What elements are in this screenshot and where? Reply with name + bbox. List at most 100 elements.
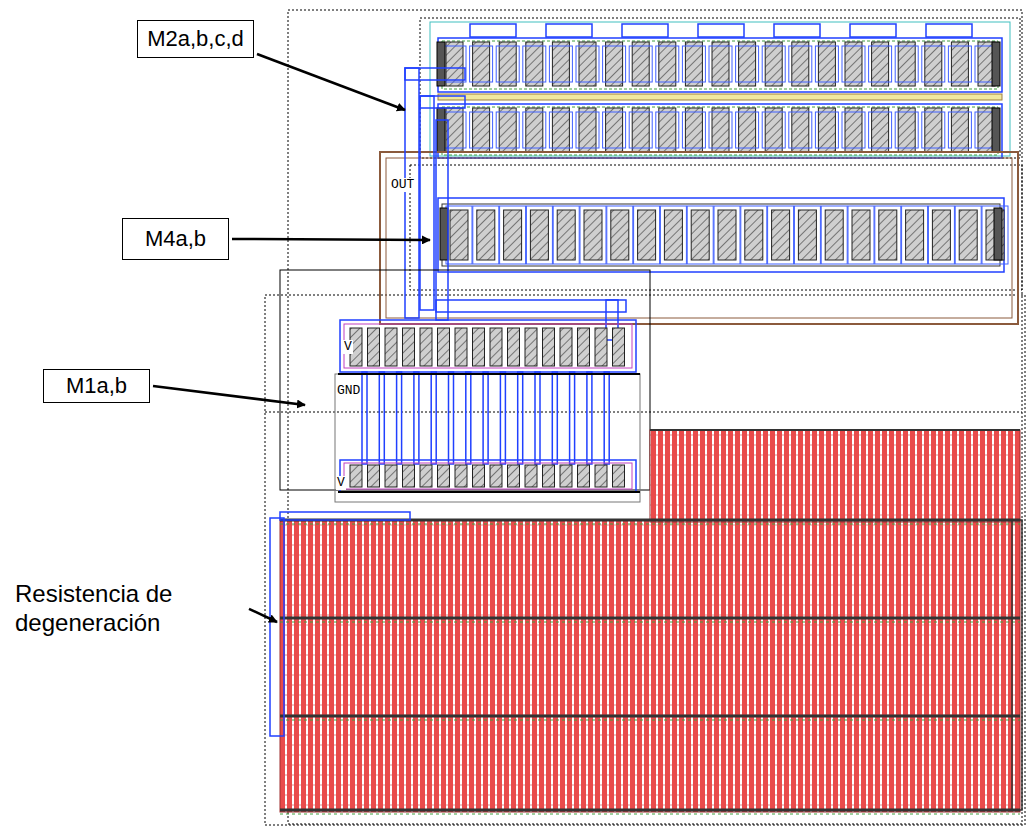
metal-route xyxy=(420,96,434,310)
implant xyxy=(442,41,998,89)
gate-contact xyxy=(850,24,896,37)
leader-arrow xyxy=(249,609,277,622)
transistor-finger xyxy=(613,328,625,366)
transistor-finger xyxy=(560,328,572,366)
transistor-finger xyxy=(879,210,897,260)
contact-outline xyxy=(762,112,785,148)
pin-name: V xyxy=(336,476,346,490)
contact-outline xyxy=(736,112,759,148)
contact-outline xyxy=(736,46,759,82)
gate-contact xyxy=(926,24,972,37)
end-cap xyxy=(992,108,1000,152)
contact-outline xyxy=(842,112,865,148)
transistor-finger xyxy=(420,465,432,487)
metal-finger xyxy=(535,372,540,464)
contact-outline xyxy=(875,206,901,264)
transistor-finger xyxy=(606,42,623,86)
contact-outline xyxy=(982,206,1008,264)
resistor-strap xyxy=(280,617,1020,620)
contact-outline xyxy=(848,206,874,264)
transistor-finger xyxy=(691,210,709,260)
leader-arrow xyxy=(257,54,405,110)
transistor-finger xyxy=(525,465,537,487)
contact-outline xyxy=(523,112,546,148)
metal-finger xyxy=(483,372,488,464)
transistor-finger xyxy=(611,210,629,260)
nwell-region xyxy=(386,158,1012,318)
transistor-finger xyxy=(420,328,432,366)
contact-outline xyxy=(656,112,679,148)
gate-contact xyxy=(774,24,820,37)
metal-route xyxy=(405,68,465,80)
nwell-region xyxy=(380,152,1018,324)
transistor-finger xyxy=(403,465,415,487)
contact-outline xyxy=(656,46,679,82)
resistor-strap xyxy=(650,429,1020,431)
transistor-finger xyxy=(818,42,835,86)
transistor-finger xyxy=(525,328,537,366)
contact-outline xyxy=(842,46,865,82)
transistor-finger xyxy=(659,108,676,152)
transistor-finger xyxy=(632,108,649,152)
transistor-finger xyxy=(606,108,623,152)
transistor-finger xyxy=(385,328,397,366)
transistor-finger xyxy=(898,108,915,152)
pin-name: OUT xyxy=(390,178,415,192)
end-cap xyxy=(992,42,1000,86)
metal-route xyxy=(405,68,419,318)
transistor-finger xyxy=(745,210,763,260)
contact-outline xyxy=(500,206,526,264)
transistor-finger xyxy=(818,108,835,152)
metal-finger xyxy=(552,372,557,464)
transistor-finger xyxy=(772,210,790,260)
resistor-array xyxy=(280,520,1020,812)
resistor-strap xyxy=(280,524,1020,525)
contact-outline xyxy=(470,112,493,148)
metal-finger xyxy=(414,372,419,464)
contact-outline xyxy=(470,46,493,82)
transistor-finger xyxy=(508,465,520,487)
contact-outline xyxy=(768,206,794,264)
end-cap xyxy=(437,108,445,152)
contact-outline xyxy=(948,112,971,148)
transistor-finger xyxy=(450,210,468,260)
callout-box: M2a,b,c,d xyxy=(137,20,254,58)
transistor-finger xyxy=(438,328,450,366)
metal-finger xyxy=(466,372,471,464)
metal-finger xyxy=(587,372,592,464)
transistor-finger xyxy=(685,108,702,152)
contact-outline xyxy=(741,206,767,264)
transistor-finger xyxy=(872,108,889,152)
transistor-finger xyxy=(368,465,380,487)
transistor-finger xyxy=(613,465,625,487)
diffusion xyxy=(438,38,1002,92)
metal-finger xyxy=(570,372,575,464)
active-area xyxy=(442,204,1000,266)
contact-outline xyxy=(629,112,652,148)
contact-outline xyxy=(895,112,918,148)
metal-rail xyxy=(338,373,640,375)
contact-outline xyxy=(682,112,705,148)
transistor-finger xyxy=(712,42,729,86)
contact-outline xyxy=(714,206,740,264)
callout-label: M2a,b,c,d xyxy=(147,26,244,52)
contact-outline xyxy=(815,112,838,148)
contact-outline xyxy=(607,206,633,264)
cell-boundary xyxy=(420,18,1020,158)
contact-outline xyxy=(526,206,552,264)
contact-outline xyxy=(549,112,572,148)
transistor-finger xyxy=(925,42,942,86)
transistor-finger xyxy=(638,210,656,260)
resistor-array xyxy=(650,430,1020,522)
callout-label: M4a,b xyxy=(145,226,206,252)
contact-outline xyxy=(496,112,519,148)
metal-finger xyxy=(362,372,367,464)
transistor-finger xyxy=(552,42,569,86)
transistor-finger xyxy=(477,210,495,260)
transistor-finger xyxy=(560,465,572,487)
contact-outline xyxy=(446,206,472,264)
contact-outline xyxy=(815,46,838,82)
transistor-finger xyxy=(712,108,729,152)
callout-label: M1a,b xyxy=(66,373,127,399)
part-label: Resistencia de degeneración xyxy=(15,580,245,638)
